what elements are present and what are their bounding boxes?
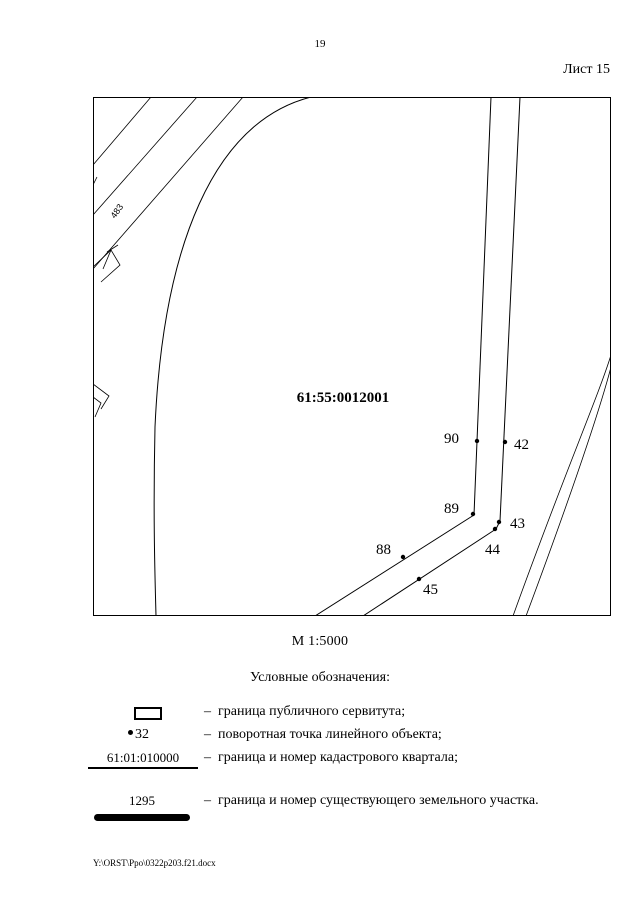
curved-boundary [153, 97, 312, 616]
footer-file-path: Y:\ORST\Ppo\0322p203.f21.docx [93, 858, 216, 868]
legend-text: граница и номер существующего земельного… [218, 793, 539, 808]
cadastral-quarter-label: 61:55:0012001 [297, 390, 390, 406]
legend-symbol: 1295 [80, 792, 220, 826]
legend-text: поворотная точка линейного объекта; [218, 727, 442, 742]
point-symbol-number: 32 [135, 727, 149, 742]
legend-dash: – [204, 750, 211, 765]
point-label-43: 43 [510, 516, 525, 532]
map-border [93, 97, 611, 616]
point-label-44: 44 [485, 542, 501, 558]
legend-item-point: 32 – поворотная точка линейного объекта; [80, 726, 620, 748]
legend-dash: – [204, 704, 211, 719]
parcel-line-symbol [94, 814, 190, 821]
legend-dash: – [204, 793, 211, 808]
parcel-symbol-number: 1295 [129, 793, 155, 808]
point-label-45: 45 [423, 582, 438, 598]
legend-dash: – [204, 727, 211, 742]
point-dot-icon [128, 730, 133, 736]
legend-item-parcel: 1295 – граница и номер существующего зем… [80, 792, 620, 826]
legend-title: Условные обозначения: [249, 670, 391, 685]
point-label-88: 88 [376, 542, 391, 558]
legend-item-quarter: 61:01:010000 – граница и номер кадастров… [80, 749, 620, 771]
parcel-boundaries-top-left [93, 97, 244, 418]
quarter-symbol: 61:01:010000 [88, 750, 198, 769]
legend-item-servitude: – граница публичного сервитута; [80, 703, 620, 725]
map-scale: М 1:5000 [291, 634, 349, 649]
point-label-90: 90 [444, 431, 459, 447]
point-44 [492, 526, 498, 532]
turning-points [400, 438, 508, 582]
point-42 [502, 439, 508, 445]
sheet-label: Лист 15 [563, 62, 610, 77]
legend-symbol: 61:01:010000 [80, 749, 220, 771]
point-label-42: 42 [514, 437, 529, 453]
legend-text: граница публичного сервитута; [218, 704, 406, 719]
point-89 [470, 511, 476, 517]
cadastral-map: 483 61:55:0012001 90 42 89 43 88 44 45 [93, 97, 611, 616]
point-90 [474, 438, 480, 444]
point-88 [400, 554, 406, 560]
legend-symbol: 32 [80, 726, 220, 748]
point-label-89: 89 [444, 501, 459, 517]
point-45 [416, 576, 422, 582]
rectangle-symbol [134, 707, 162, 720]
point-43 [496, 519, 502, 525]
legend-text: граница и номер кадастрового квартала; [218, 750, 458, 765]
parcel-boundaries-right [512, 354, 611, 616]
point-labels: 90 42 89 43 88 44 45 [376, 431, 529, 598]
legend-symbol [80, 703, 220, 725]
page-number: 19 [314, 38, 326, 50]
linear-object-corridor [314, 97, 521, 616]
